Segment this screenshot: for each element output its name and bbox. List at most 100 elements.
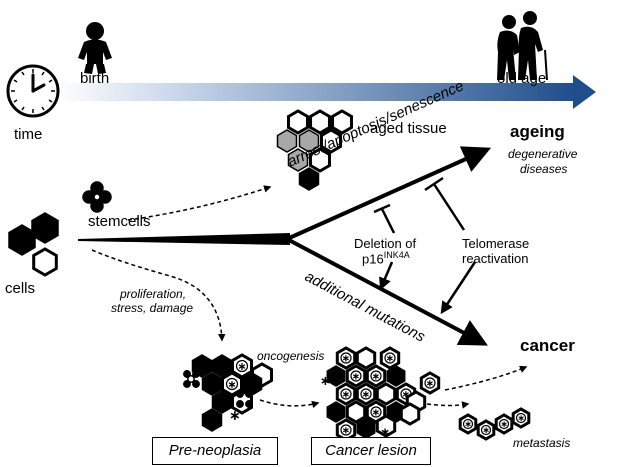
pre-neoplasia-dot — [245, 390, 253, 398]
pre-neoplasia-cell — [201, 408, 223, 432]
aged-tissue-cell — [298, 129, 320, 153]
mutation-star-glyph: ∗ — [227, 378, 236, 391]
ageing-arrow — [286, 146, 492, 241]
mutation-star-glyph: ∗ — [372, 408, 380, 419]
cancer-lesion-cell — [355, 346, 377, 370]
main-arrow-shaft — [78, 233, 290, 245]
cancer-lesion-cell: ∗ — [335, 346, 357, 370]
cancer-lesion-cell: ∗ — [419, 371, 441, 395]
cell-nucleus — [424, 377, 436, 389]
pre-neoplasia-dot — [236, 400, 244, 408]
aged-tissue-cell — [309, 147, 331, 173]
hexagon-cell-shape — [375, 382, 397, 406]
telomerase-inhibit-arrow — [432, 183, 466, 231]
pre-neoplasia-dot — [245, 400, 253, 408]
label-time: time — [14, 126, 43, 143]
hexagon-cell-shape — [309, 147, 331, 173]
label-p16: p16INK4A — [362, 250, 410, 266]
pre-neoplasia-dot — [183, 380, 191, 388]
timeline — [55, 75, 596, 109]
cell-nucleus — [340, 424, 352, 436]
hexagon-cell-shape — [375, 414, 397, 438]
pre-neoplasia-dot — [236, 390, 244, 398]
label-p16-base: p16 — [362, 251, 384, 267]
label-proliferation: proliferation, — [120, 287, 187, 301]
label-ageing: ageing — [510, 122, 565, 141]
aged-tissue-cell — [331, 109, 353, 135]
pre-neoplasia-cell — [201, 372, 223, 396]
cancer-lesion-cell: ∗ — [345, 364, 367, 388]
cancer-lesion-cell — [375, 382, 397, 406]
label-metastasis: metastasis — [513, 436, 571, 450]
cell-nucleus — [462, 418, 474, 430]
cell-nucleus — [340, 352, 352, 364]
cell-nucleus — [370, 406, 382, 418]
cell-nucleus — [360, 388, 372, 400]
hexagon-cell-shape — [276, 129, 298, 153]
cancer-lesion-cell — [386, 365, 406, 387]
hexagon-cell-shape — [399, 402, 421, 426]
cancer-lesion-cell: ∗ — [365, 400, 387, 424]
pre-neoplasia-dot — [192, 370, 200, 378]
cancer-arrow — [286, 237, 488, 346]
label-diseases: diseases — [520, 162, 568, 176]
lesion-to-beyond-arrow — [444, 365, 528, 391]
aged-tissue-cell — [276, 129, 298, 153]
hexagon-cell-shape — [309, 109, 331, 135]
pre-neoplasia-star: ∗ — [229, 408, 241, 424]
hexagon-cell-shape — [32, 247, 58, 277]
aged-tissue-cell — [287, 148, 309, 172]
metastasis-cell: ∗ — [511, 407, 531, 429]
cancer-lesion-star: ∗ — [366, 419, 376, 433]
elderly-couple-icon — [497, 11, 548, 81]
label-cells: cells — [5, 280, 36, 297]
label-old-age: old age — [497, 70, 547, 87]
regulation-arrows — [373, 176, 477, 315]
baby-icon — [78, 22, 112, 74]
cancer-lesion-star: ∗ — [380, 425, 390, 439]
mutation-star-glyph: ∗ — [342, 354, 350, 365]
metastasis-cell: ∗ — [476, 419, 496, 441]
label-p16-superscript: INK4A — [383, 250, 410, 260]
stemcell-to-aged-arrow — [127, 185, 272, 221]
cell-nucleus — [515, 412, 527, 424]
aged-tissue-cell — [298, 167, 320, 191]
hexagon-cell-shape — [201, 372, 223, 396]
hexagon-cell-shape — [298, 129, 320, 153]
clock-icon — [6, 64, 60, 118]
mutation-star-glyph: ∗ — [352, 372, 360, 383]
label-stress-damage: stress, damage — [111, 301, 194, 315]
hexagon-cell-shape — [31, 212, 59, 244]
cell-hexagon — [8, 224, 36, 256]
cancer-lesion-cell — [326, 401, 346, 423]
telomerase-promote-arrow — [440, 261, 477, 315]
label-telomerase: Telomerase — [462, 236, 530, 251]
pre-neoplasia-dot — [183, 370, 191, 378]
stemcell-center-dot — [93, 193, 101, 201]
deletion-promote-arrow — [379, 261, 394, 291]
label-cancer: cancer — [520, 336, 575, 355]
mutation-star-glyph: ∗ — [482, 426, 490, 436]
cell-nucleus — [370, 370, 382, 382]
pre-neoplasia-cell: ∗ — [221, 371, 243, 397]
cell-hexagon — [32, 247, 58, 277]
label-birth: birth — [80, 70, 110, 87]
deletion-inhibit-bar — [373, 203, 391, 214]
cell-nucleus — [235, 359, 249, 373]
mutation-star-glyph: ∗ — [342, 426, 350, 437]
cell-nucleus — [350, 370, 362, 382]
cancer-lesion-cell — [375, 414, 397, 438]
cancer-lesion-box: Cancer lesion — [311, 437, 431, 465]
pre-neoplasia-box: Pre-neoplasia — [152, 437, 278, 465]
cancer-lesion-cell — [326, 365, 346, 387]
label-reactivation: reactivation — [462, 251, 529, 266]
telomerase-inhibit-bar — [424, 176, 444, 192]
cell-nucleus — [480, 424, 492, 436]
cancer-lesion-cell — [399, 402, 421, 426]
hexagon-cell-shape — [320, 128, 342, 154]
hexagon-cell-shape — [345, 400, 367, 424]
hexagon-cell-shape — [355, 346, 377, 370]
label-aged-tissue: aged tissue — [370, 120, 447, 137]
stemcell-dot — [90, 199, 104, 213]
aged-tissue-cell — [309, 109, 331, 135]
